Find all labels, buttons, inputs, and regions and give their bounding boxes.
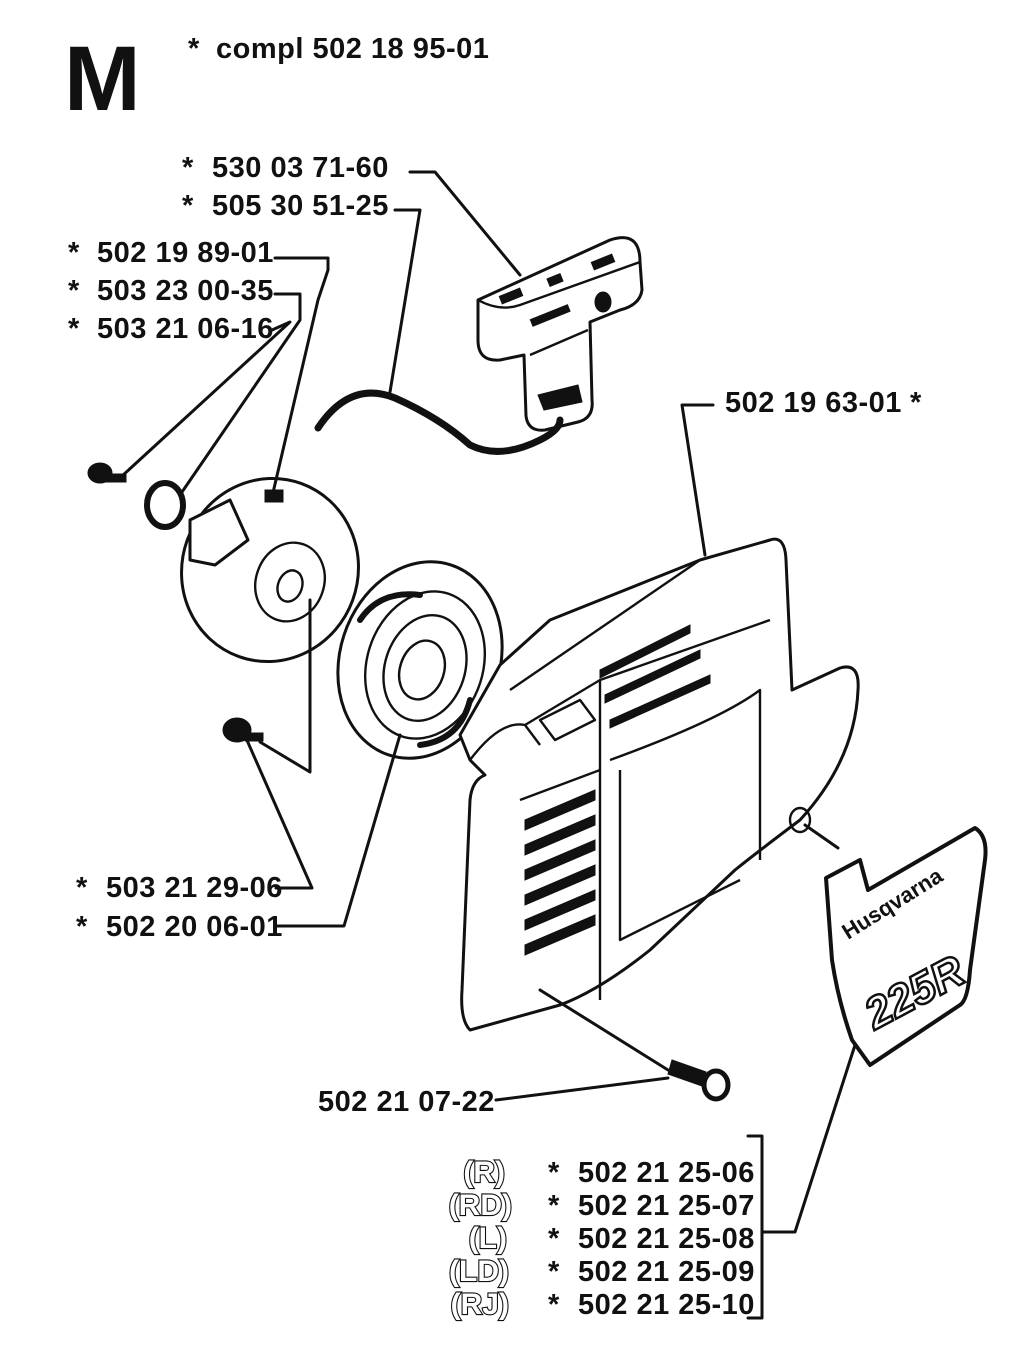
star-screw-b: * xyxy=(76,872,88,904)
variant-part-number: 502 21 25-10 xyxy=(578,1289,755,1321)
label-530-03-71-60: 530 03 71-60 xyxy=(212,152,389,184)
variant-star: * xyxy=(548,1223,560,1255)
variant-star: * xyxy=(548,1256,560,1288)
variant-code: (RJ) xyxy=(451,1288,509,1321)
variant-part-number: 502 21 25-06 xyxy=(578,1157,755,1189)
starter-rope-drawing xyxy=(314,389,564,455)
starter-handle-drawing xyxy=(476,236,644,432)
star-spring: * xyxy=(76,911,88,943)
variant-code: (LD) xyxy=(449,1255,509,1288)
screw-b-drawing xyxy=(222,717,264,743)
washer-drawing xyxy=(144,480,186,530)
star-rope: * xyxy=(182,190,194,222)
leader-lines xyxy=(120,170,857,1320)
screw-c-drawing xyxy=(667,1059,731,1102)
star-screw-a: * xyxy=(68,313,80,345)
variant-code: (R) xyxy=(463,1156,505,1189)
compl-part-number: compl 502 18 95-01 xyxy=(216,33,489,65)
starter-housing-drawing xyxy=(458,537,860,1032)
star-washer: * xyxy=(68,275,80,307)
variant-code: (RD) xyxy=(449,1189,512,1222)
rope-pulley-drawing xyxy=(180,476,360,664)
variant-star: * xyxy=(548,1289,560,1321)
variant-star: * xyxy=(548,1157,560,1189)
label-502-21-07-22: 502 21 07-22 xyxy=(318,1086,495,1118)
variant-star: * xyxy=(548,1190,560,1222)
decal-variant-list: (R) * 502 21 25-06 (RD) * 502 21 25-07 (… xyxy=(448,1155,755,1322)
star-housing: * xyxy=(910,387,922,419)
label-503-21-29-06: 503 21 29-06 xyxy=(106,872,283,904)
label-502-20-06-01: 502 20 06-01 xyxy=(106,911,283,943)
label-505-30-51-25: 505 30 51-25 xyxy=(212,190,389,222)
star-pulley: * xyxy=(68,237,80,269)
cooling-fins xyxy=(524,624,711,956)
variant-part-number: 502 21 25-07 xyxy=(578,1190,755,1222)
label-503-23-00-35: 503 23 00-35 xyxy=(97,275,274,307)
label-502-19-63-01: 502 19 63-01 xyxy=(725,387,902,419)
variant-code: (L) xyxy=(469,1222,507,1255)
screw-a-drawing xyxy=(87,462,127,484)
decal-drawing: Husqvarna 225R xyxy=(824,826,988,1067)
variant-part-number: 502 21 25-08 xyxy=(578,1223,755,1255)
section-letter: M xyxy=(64,28,141,130)
label-502-19-89-01: 502 19 89-01 xyxy=(97,237,274,269)
label-503-21-06-16: 503 21 06-16 xyxy=(97,313,274,345)
compl-star: * xyxy=(188,33,200,65)
variant-part-number: 502 21 25-09 xyxy=(578,1256,755,1288)
star-handle-a: * xyxy=(182,152,194,184)
